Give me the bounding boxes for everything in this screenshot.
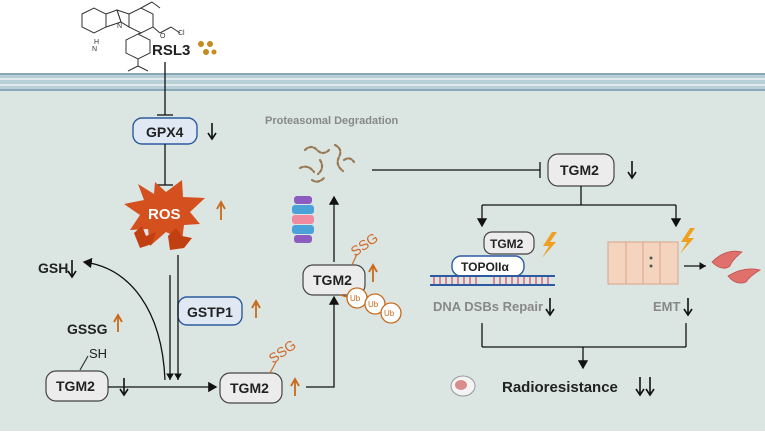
topoii-label: TOPOIIα (461, 260, 509, 274)
tgm2-left-box (45, 370, 109, 402)
tgm2-small-label: TGM2 (490, 237, 524, 251)
tumor-icon (450, 375, 476, 397)
radioresistance-label: Radioresistance (502, 379, 618, 396)
ub-label-1: Ub (350, 294, 361, 303)
proteasome-icon (292, 196, 314, 243)
tgm2-middle-up-arrow-icon (290, 377, 300, 396)
ssg-bond-2 (351, 253, 358, 266)
mesenchymal-cells-icon (711, 250, 762, 284)
gsh-down-arrow-icon (67, 260, 77, 279)
svg-text:N: N (92, 46, 97, 53)
dna-repair-label: DNA DSBs Repair (433, 299, 543, 314)
gpx4-label: GPX4 (146, 124, 184, 140)
gsh-curve-arrow (82, 257, 166, 381)
tgm2-upper-up-arrow-icon (368, 263, 378, 282)
proteasomal-degradation-label: Proteasomal Degradation (265, 115, 399, 127)
tgm2-ubiquitination-arrow (306, 295, 340, 388)
lightning-icon (542, 232, 557, 258)
tgm2-upper-box (302, 264, 366, 296)
svg-text:O: O (160, 33, 166, 40)
dna-helix-icon (430, 275, 555, 286)
gstp1-label: GSTP1 (187, 304, 233, 320)
ros-burst-icon (124, 180, 205, 250)
gstp1-up-arrow-icon (251, 299, 261, 318)
lightning-icon (680, 228, 695, 254)
ros-label: ROS (148, 206, 181, 223)
tgm2-left-down-arrow-icon (119, 378, 129, 397)
rsl3-label: RSL3 (152, 42, 190, 59)
dna-repair-down-arrow-icon (545, 298, 555, 317)
svg-text:H: H (94, 39, 99, 46)
radioresistance-double-down-arrow-icon (635, 377, 655, 397)
rsl3-dots-icon (198, 41, 217, 55)
gsh-label: GSH (38, 260, 68, 276)
ub-label-3: Ub (384, 309, 395, 318)
svg-text:Cl: Cl (178, 30, 185, 37)
ros-up-arrow-icon (216, 200, 226, 220)
gssg-up-arrow-icon (113, 313, 123, 332)
sh-label: SH (89, 346, 107, 361)
sh-bond (79, 355, 89, 371)
emt-label: EMT (653, 299, 681, 314)
tgm2-right-down-arrow-icon (627, 161, 637, 180)
cell-membrane (0, 73, 765, 91)
molecule-structure-icon (81, 1, 181, 72)
tgm2-small-box (483, 231, 535, 255)
tgm2-left-label: TGM2 (56, 378, 95, 394)
ubiquitin-chain-icon (339, 287, 402, 324)
epithelial-cells-icon (607, 241, 679, 285)
degraded-peptide-icon (298, 143, 356, 183)
gpx4-down-arrow-icon (207, 123, 217, 141)
gssg-label: GSSG (67, 321, 108, 337)
ssg-bond-1 (269, 361, 277, 374)
emt-down-arrow-icon (683, 298, 693, 317)
tgm2-middle-box (219, 372, 283, 404)
ub-label-2: Ub (368, 300, 379, 309)
tgm2-middle-label: TGM2 (230, 380, 269, 396)
tgm2-upper-label: TGM2 (313, 272, 352, 288)
svg-text:N: N (117, 23, 122, 30)
tgm2-right-label: TGM2 (560, 162, 599, 178)
